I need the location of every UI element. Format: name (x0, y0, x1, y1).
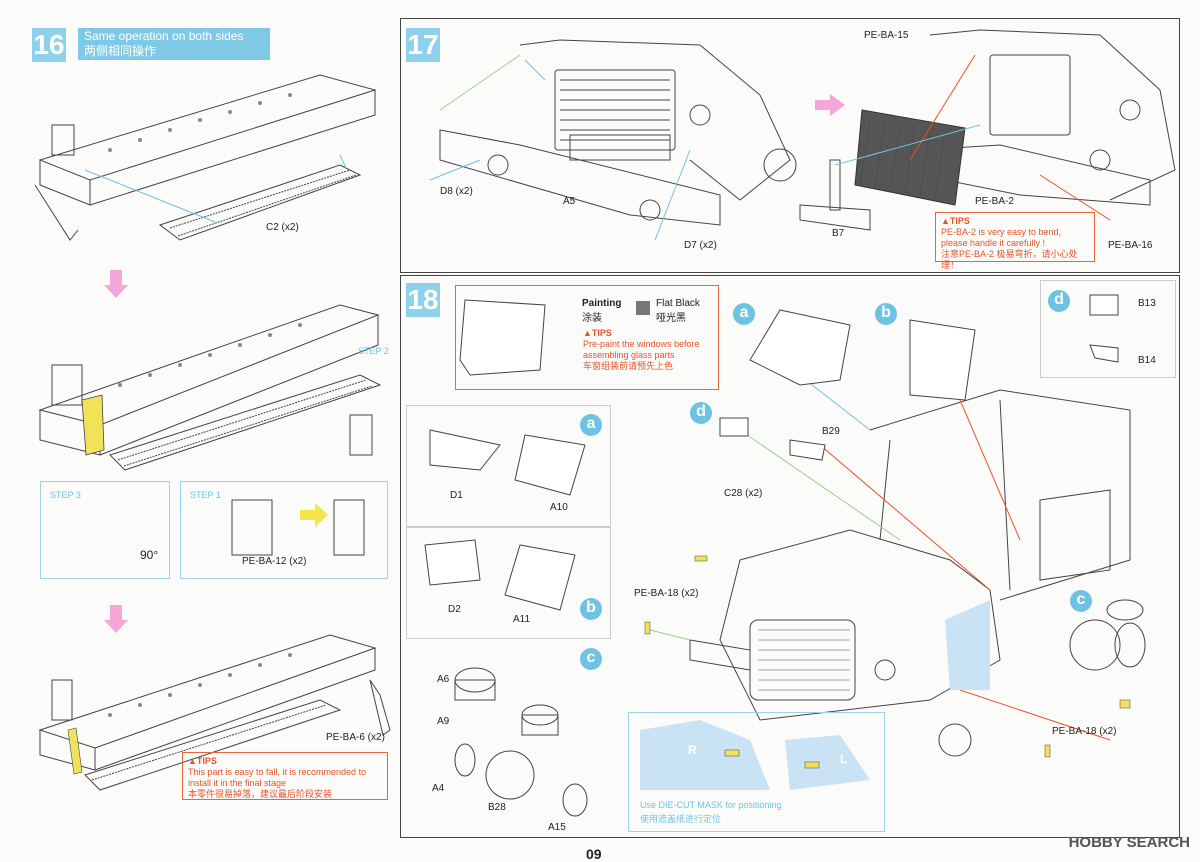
step17-tip: ▲TIPS PE-BA-2 is very easy to bend, plea… (935, 212, 1095, 270)
sub-d-circle-main: d (690, 402, 712, 424)
sub-d-box (1040, 280, 1176, 378)
step-17-front (439, 39, 797, 226)
pe15-label: PE-BA-15 (864, 30, 909, 41)
pe-ba12-label: PE-BA-12 (x2) (242, 556, 307, 567)
d8-label: D8 (x2) (440, 186, 473, 197)
a15-label: A15 (548, 822, 566, 833)
wheel-parts (454, 599, 1146, 817)
pe2-label: PE-BA-2 (975, 196, 1014, 207)
highlight-bracket (81, 394, 105, 456)
step-16-banner-cn: 两侧相同操作 (84, 44, 157, 58)
c28-label: C28 (x2) (724, 488, 763, 499)
step-18-vehicle (689, 389, 1131, 757)
step17-tip-head: ▲TIPS (941, 216, 970, 226)
step3-label: STEP 3 (50, 490, 81, 500)
b28-label: B28 (488, 802, 506, 813)
step-17-panel (400, 18, 1180, 273)
step17-tip-en: PE-BA-2 is very easy to bend, please han… (941, 227, 1062, 248)
step-17-number: 17 (406, 28, 440, 62)
angle-label: 90° (140, 548, 159, 562)
a5-label: A5 (563, 196, 576, 207)
chassis-rail-1 (34, 74, 377, 241)
d2-label: D2 (448, 604, 461, 615)
a10-label: A10 (550, 502, 568, 513)
sub-a-circle: a (580, 414, 602, 436)
step-18-number: 18 (406, 283, 440, 317)
step16-tip-cn: 本零件很易掉落，建议最后阶段安装 (188, 789, 333, 799)
color-en: Flat Black (656, 298, 700, 309)
painting-en: Painting (582, 298, 622, 309)
flat-black-swatch (636, 301, 650, 315)
step-16-banner-en: Same operation on both sides (84, 29, 244, 43)
sub-b-circle: b (580, 598, 602, 620)
b29-label: B29 (822, 426, 840, 437)
step3-box (40, 481, 170, 579)
step16-tip-en: This part is easy to fall, it is recomme… (188, 767, 367, 788)
hobby-search-logo: HOBBY SEARCH (1068, 834, 1190, 851)
step18-tip-cn: 车窗组装前请预先上色 (583, 361, 674, 371)
pe18a-label: PE-BA-18 (x2) (634, 588, 699, 599)
b7-label: B7 (832, 228, 845, 239)
sub-b-circle-main: b (875, 303, 897, 325)
a4-label: A4 (432, 783, 445, 794)
b14-label: B14 (1138, 355, 1156, 366)
sub-b-box (406, 527, 611, 639)
step16-tip: ▲TIPS This part is easy to fall, it is r… (182, 752, 388, 800)
a6-label: A6 (437, 674, 450, 685)
sub-c-circle-main: c (1070, 590, 1092, 612)
step-16-banner: Same operation on both sides 两侧相同操作 (78, 28, 270, 60)
step1-box (180, 481, 388, 579)
sub-a-circle-main: a (733, 303, 755, 325)
mesh-pattern (859, 119, 946, 200)
part-c2-label: C2 (x2) (266, 222, 299, 233)
mask-en: Use DIE-CUT MASK for positioning (640, 800, 782, 810)
mask-l: L (840, 752, 848, 766)
step2-label: STEP 2 (358, 346, 389, 356)
mask-box (628, 712, 885, 832)
painting-box (455, 285, 719, 390)
chassis-rail-3 (38, 634, 391, 791)
step18-tip-head: ▲TIPS (583, 328, 612, 338)
down-arrow-2 (104, 605, 128, 633)
b13-label: B13 (1138, 298, 1156, 309)
step1-label: STEP 1 (190, 490, 221, 500)
d7-label: D7 (x2) (684, 240, 717, 251)
mask-cn: 使用遮盖纸进行定位 (640, 814, 722, 824)
step17-tip-cn: 注意PE-BA-2 极易弯折，请小心处理！ (941, 249, 1078, 270)
sub-c-circle: c (580, 648, 602, 670)
step18-tip: ▲TIPS Pre-paint the windows before assem… (578, 325, 714, 371)
a9-label: A9 (437, 716, 450, 727)
d1-label: D1 (450, 490, 463, 501)
step-18-panel (400, 275, 1180, 838)
step16-tip-head: ▲TIPS (188, 756, 217, 766)
right-arrow-17 (815, 94, 845, 116)
rivets-1 (108, 93, 292, 152)
down-arrow-1 (104, 270, 128, 298)
pe-ba6-label: PE-BA-6 (x2) (326, 732, 385, 743)
pe16-label: PE-BA-16 (1108, 240, 1153, 251)
pe18b-label: PE-BA-18 (x2) (1052, 726, 1117, 737)
a11-label: A11 (513, 614, 531, 625)
mask-l-area (785, 735, 870, 790)
sub-a-box (406, 405, 611, 527)
page-number: 09 (586, 846, 602, 862)
chassis-rail-2 (38, 304, 382, 471)
step18-tip-en: Pre-paint the windows before assembling … (583, 339, 700, 360)
window-parts (424, 299, 976, 611)
mask-r: R (688, 743, 697, 757)
painting-cn: 涂装 (582, 313, 602, 324)
color-cn: 哑光黑 (656, 313, 686, 324)
mask-r-area (640, 720, 770, 790)
step-16-number: 16 (32, 28, 66, 62)
sub-d-circle: d (1048, 290, 1070, 312)
